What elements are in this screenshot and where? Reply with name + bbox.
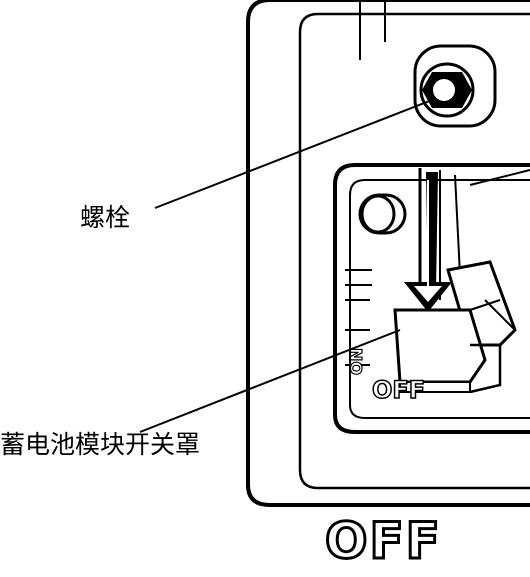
switch-recess <box>333 163 530 434</box>
off-caption-text: OFF <box>325 512 442 568</box>
switch-rails <box>418 168 530 300</box>
down-arrow-icon <box>404 172 452 312</box>
switch-knob <box>358 193 407 235</box>
bolt-icon <box>413 44 497 128</box>
switch-side-marking: ON <box>347 348 366 375</box>
off-caption: OFF <box>324 511 442 569</box>
switch-cover-label: 蓄电池模块开关罩 <box>0 430 201 459</box>
bolt-leader-line <box>154 99 433 209</box>
inner-panel <box>298 12 530 490</box>
bolt-label: 螺栓 <box>80 203 131 232</box>
switch-off-marking: OFF <box>372 376 425 404</box>
outer-panel <box>246 0 530 507</box>
cover-leader-line <box>139 329 401 433</box>
switch-lever-icon <box>393 260 517 394</box>
